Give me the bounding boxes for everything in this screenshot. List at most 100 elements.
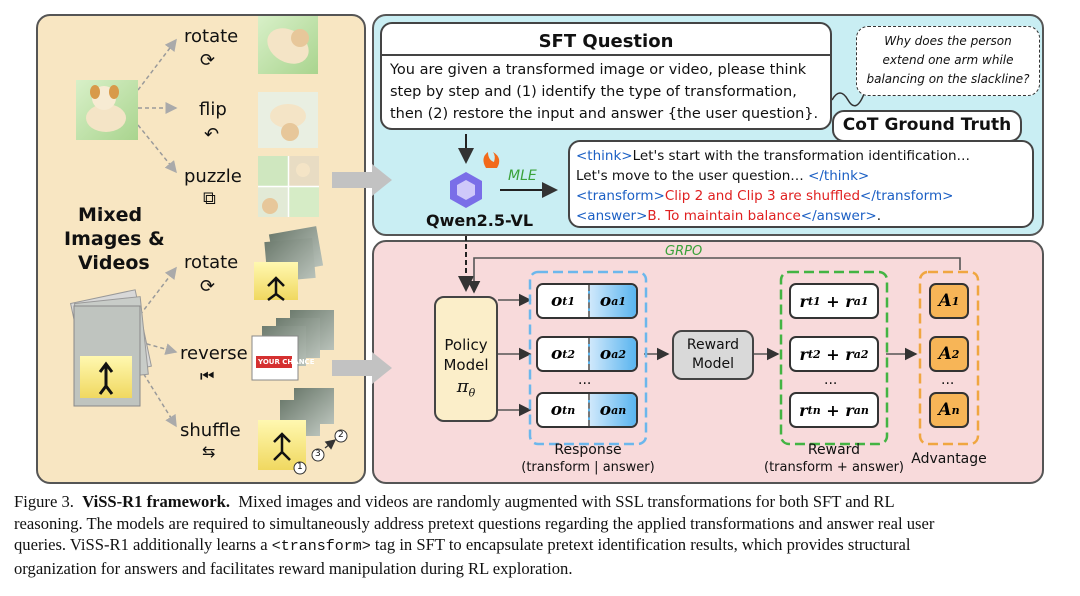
caption-text-3b: tag in SFT to encapsulate pretext identi… — [370, 535, 911, 554]
reverse-icon: ⏮ — [200, 366, 215, 385]
sft-line-1: You are given a transformed image or vid… — [390, 62, 807, 78]
qwen-logo-icon — [450, 172, 482, 208]
mixed-title-3: Videos — [78, 252, 150, 274]
reversed-video-frames — [251, 310, 334, 381]
video-frame-text: YOUR CHANCE — [258, 358, 315, 366]
reward-sublabel: (transform + answer) — [764, 460, 904, 475]
sft-line-2: step by step and (1) identify the type o… — [390, 84, 797, 100]
caption-line-3: queries. ViSS-R1 additionally learns a <… — [14, 534, 1072, 558]
flipped-image-thumbnail — [258, 92, 318, 148]
transform-label-video-rotate: rotate — [184, 252, 239, 273]
policy-model-box — [434, 296, 498, 422]
theta-subscript: θ — [468, 386, 476, 400]
puzzle-image-thumbnail — [258, 156, 319, 217]
video-source-filmstrip — [69, 289, 152, 407]
answer-open-tag: <answer> — [576, 208, 648, 224]
sft-question-box — [380, 22, 832, 130]
transform-close-tag: </transform> — [860, 188, 954, 204]
mixed-title-2: Images & — [64, 228, 165, 250]
rotate-icon: ⟳ — [200, 50, 216, 71]
question-link-squiggle — [831, 92, 865, 107]
shuffled-video-frames — [258, 388, 348, 475]
cot-answer-line: <answer>B. To maintain balance</answer>. — [576, 208, 881, 224]
rotated-video-frames — [254, 226, 324, 301]
transform-text: Clip 2 and Clip 3 are shuffled — [664, 188, 861, 204]
caption-line-2: reasoning. The models are required to si… — [14, 513, 935, 533]
reward-ellipsis: ... — [824, 372, 838, 388]
cot-think-line-2: Let's move to the user question… </think… — [576, 168, 869, 184]
cot-transform-line: <transform>Clip 2 and Clip 3 are shuffle… — [576, 188, 953, 204]
pi-symbol: π — [456, 376, 469, 397]
puzzle-icon: ⧉ — [203, 188, 216, 209]
transform-label-shuffle: shuffle — [180, 420, 241, 441]
policy-label-1: Policy — [444, 336, 488, 354]
think-open-tag: <think> — [576, 148, 633, 164]
reward-model-label-2: Model — [691, 356, 735, 372]
answer-close-tag: </answer> — [800, 208, 877, 224]
reward-model-label-1: Reward — [686, 337, 740, 353]
policy-to-response-arrows — [498, 293, 532, 417]
sft-question-title: SFT Question — [538, 31, 674, 52]
response-ellipsis: ... — [578, 372, 592, 388]
rotated-image-thumbnail — [258, 16, 318, 74]
mle-label: MLE — [508, 168, 537, 184]
cot-ground-truth-box — [568, 140, 1034, 228]
user-question-line-2: extend one arm while — [882, 53, 1014, 67]
flip-icon: ↶ — [204, 124, 220, 145]
image-fanout-arrows — [137, 38, 178, 174]
caption-line-4: organization for answers and facilitates… — [14, 558, 573, 578]
shuffle-icon: ⇆ — [202, 442, 216, 461]
answer-text: B. To maintain balance — [647, 208, 801, 224]
think-text-2: Let's move to the user question… — [576, 168, 809, 184]
answer-end: . — [876, 208, 882, 224]
advantage-ellipsis: ... — [941, 372, 955, 388]
model-name: Qwen2.5-VL — [426, 211, 534, 230]
video-fanout-arrows — [139, 266, 178, 428]
user-question-bubble — [856, 26, 1040, 96]
advantage-label: Advantage — [911, 451, 987, 467]
user-question-line-1: Why does the person — [884, 34, 1012, 48]
think-text-1: Let's start with the transformation iden… — [632, 148, 971, 164]
transform-label-rotate: rotate — [184, 26, 239, 47]
cot-title: CoT Ground Truth — [842, 115, 1012, 135]
response-label: Response — [554, 442, 622, 458]
transform-label-flip: flip — [199, 99, 227, 120]
sft-line-3: then (2) restore the input and answer {t… — [390, 106, 819, 122]
caption-tag: <transform> — [271, 538, 371, 555]
think-close-tag: </think> — [808, 168, 870, 184]
sft-title-divider — [380, 54, 832, 56]
reward-group-box — [779, 270, 889, 446]
response-sublabel: (transform | answer) — [521, 460, 655, 475]
grpo-loop — [467, 257, 961, 294]
grpo-label: GRPO — [665, 244, 703, 259]
puppy-source-image — [76, 80, 138, 140]
policy-label-2: Model — [443, 356, 489, 374]
caption-text-3a: queries. ViSS-R1 additionally learns a — [14, 535, 272, 554]
reward-model-box — [672, 330, 754, 380]
video-rotate-icon: ⟳ — [200, 276, 216, 297]
user-question-line-3: balancing on the slackline? — [866, 72, 1030, 86]
caption-title: ViSS-R1 framework. — [82, 492, 231, 511]
caption-line-1: Figure 3. ViSS-R1 framework. Mixed image… — [14, 491, 1072, 513]
transform-label-reverse: reverse — [180, 343, 248, 364]
figure-caption: Figure 3. ViSS-R1 framework. Mixed image… — [14, 491, 1072, 579]
data-to-training-arrows — [332, 164, 392, 384]
cot-think-line-1: <think>Let's start with the transformati… — [576, 148, 970, 164]
response-group-box — [528, 270, 648, 446]
transform-label-puzzle: puzzle — [184, 166, 242, 187]
cot-title-tab — [832, 110, 1022, 142]
